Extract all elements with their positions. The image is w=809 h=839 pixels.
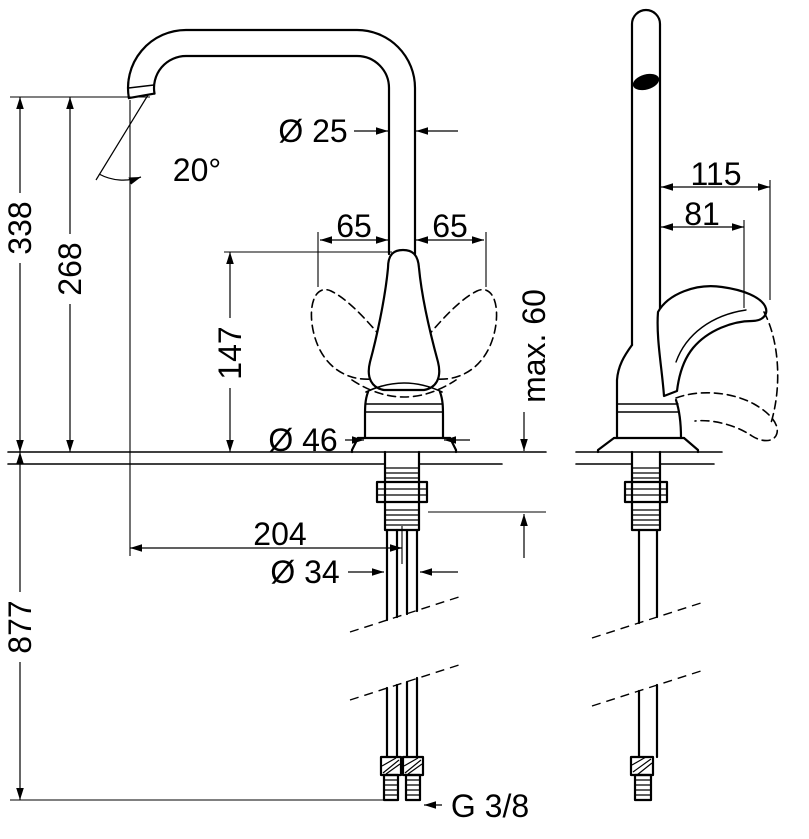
fitting-left-hatch	[381, 757, 401, 775]
side-escutcheon	[596, 436, 700, 454]
spout-inner-outline	[152, 54, 391, 256]
dim-handle-height: 147	[212, 252, 248, 452]
dim-body-diameter: Ø 46	[268, 422, 470, 458]
side-handle-raised-dashed	[675, 391, 779, 442]
side-supply-hose	[637, 528, 659, 759]
hose-lines-lower	[385, 676, 419, 759]
total-height-label: 338	[2, 201, 38, 254]
side-hose-lower	[637, 683, 659, 759]
body-left-wall	[363, 390, 370, 440]
hose-fittings	[379, 755, 425, 802]
side-handle-sweep-dashed	[763, 311, 779, 427]
side-mounting-nut	[623, 480, 669, 504]
depth-total-label: 115	[690, 156, 741, 192]
side-mounting-nut-lines	[625, 488, 667, 496]
dimensions: 338 268 877 147 20° Ø 25	[2, 94, 771, 824]
swivel-right-label: 65	[432, 208, 468, 244]
handle-swing-right-dashed	[412, 288, 498, 380]
under-counter-length-label: 877	[2, 600, 38, 653]
side-escutcheon-right	[682, 436, 700, 454]
spout-tube-diameter-label: Ø 25	[278, 113, 347, 149]
countertop-lines	[7, 451, 723, 465]
handle	[365, 248, 443, 393]
fitting-right-hatch	[403, 757, 423, 775]
max-deck-thickness-label: max. 60	[516, 289, 552, 403]
spout-outer-outline	[126, 28, 417, 256]
body-right-wall	[438, 390, 445, 440]
side-break-lower	[591, 669, 705, 707]
side-shank-thread-lines	[632, 467, 660, 526]
swivel-left-label: 65	[336, 208, 372, 244]
escutcheon	[350, 436, 458, 454]
side-body-left	[615, 343, 634, 440]
dim-handle-swivel: 65 65	[320, 208, 484, 244]
fitting-right-tip	[404, 773, 422, 802]
outlet-height-label: 268	[52, 242, 88, 295]
fitting-right-thread	[406, 779, 420, 796]
break-line-lower	[349, 663, 463, 701]
side-handle	[656, 285, 779, 442]
extension-lines	[10, 96, 771, 801]
spout-reach-label: 204	[253, 516, 306, 552]
spout	[126, 28, 417, 256]
side-fitting-tip	[633, 773, 653, 802]
dim-connection-thread: G 3/8	[424, 788, 529, 824]
side-shank-walls	[630, 450, 662, 532]
side-outlet-black	[632, 73, 660, 91]
handle-base-arc	[365, 382, 443, 393]
angle-axis-line	[95, 94, 149, 181]
side-mounting-shank	[623, 450, 669, 532]
body	[363, 390, 445, 440]
dim-max-deck-thickness: max. 60	[516, 289, 552, 558]
supply-hoses	[385, 528, 419, 759]
side-hose-break-lines	[591, 601, 705, 707]
dim-depth-total: 115	[661, 156, 770, 192]
side-hose-upper	[637, 528, 659, 625]
dim-total-height: 338	[2, 97, 38, 452]
tap-hole-diameter-label: Ø 34	[270, 554, 339, 590]
body-diameter-label: Ø 46	[268, 422, 337, 458]
front-view	[126, 28, 498, 802]
handle-outline	[367, 248, 441, 392]
dim-spout-tube-diameter: Ø 25	[278, 113, 458, 149]
spout-angle-label: 20°	[173, 152, 221, 188]
hose-break-lines	[349, 595, 463, 701]
side-escutcheon-left	[596, 436, 616, 454]
mounting-nut	[375, 480, 429, 504]
handle-swivel-dashed	[310, 288, 498, 398]
dim-spout-reach: 204	[130, 516, 402, 552]
shank-walls	[383, 450, 421, 532]
handle-swing-arc-dashed	[351, 379, 457, 398]
dim-outlet-height: 268	[52, 97, 88, 452]
dim-spout-angle: 20°	[95, 94, 221, 188]
handle-height-label: 147	[212, 326, 248, 379]
angle-arc	[98, 173, 142, 185]
handle-swing-left-dashed	[310, 288, 396, 380]
shank-thread-lines	[385, 467, 419, 526]
side-handle-outline	[656, 285, 768, 398]
side-fitting-hatch	[631, 756, 653, 776]
dim-under-counter-length: 877	[2, 452, 38, 800]
dim-tap-hole-diameter: Ø 34	[270, 554, 458, 590]
side-handle-inner-line	[675, 309, 747, 363]
side-hose-fitting	[629, 755, 655, 802]
aerator-line	[127, 84, 155, 89]
mounting-shank	[375, 450, 429, 564]
depth-lever-label: 81	[684, 196, 720, 232]
break-line-upper	[349, 595, 463, 633]
fitting-left-thread	[384, 779, 398, 796]
dim-depth-lever: 81	[661, 196, 744, 232]
mounting-nut-lines	[377, 488, 427, 496]
side-break-upper	[591, 601, 705, 639]
side-fitting-thread	[635, 779, 651, 796]
hose-lines-upper	[385, 528, 419, 622]
fitting-left-tip	[382, 773, 400, 802]
side-view	[591, 8, 779, 802]
side-spout-pipe	[630, 8, 662, 347]
connection-thread-label: G 3/8	[451, 788, 529, 824]
